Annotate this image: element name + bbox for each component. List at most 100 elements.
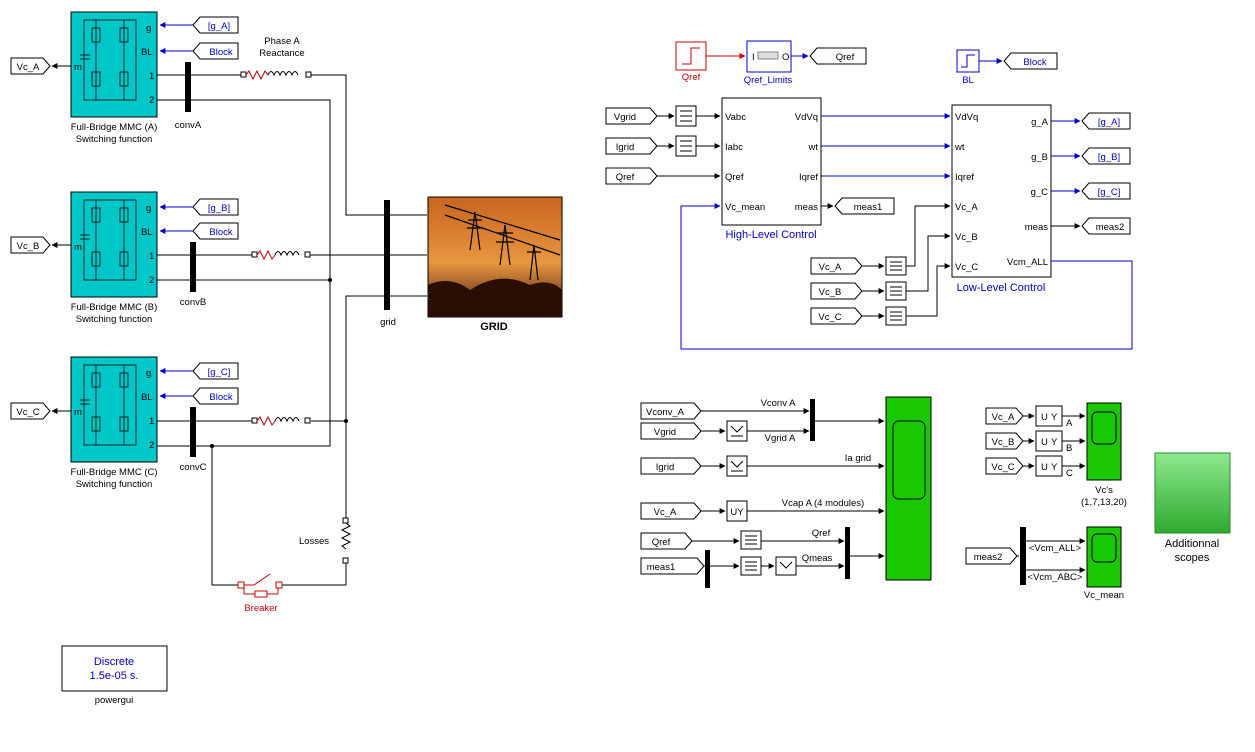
goto-meas2[interactable]: meas2 (1081, 217, 1131, 235)
selector-vabc[interactable] (675, 105, 697, 127)
llc-in-vcc: Vc_C (955, 262, 978, 273)
svg-text:Vc_B: Vc_B (819, 287, 842, 298)
from-meas1-scope[interactable]: meas1 (640, 557, 705, 575)
from-igrid-scope[interactable]: Igrid (640, 457, 702, 475)
from-meas2[interactable]: meas2 (965, 547, 1018, 565)
vcs-out-b: B (1066, 443, 1072, 454)
svg-text:Vc_A: Vc_A (17, 62, 40, 73)
selector-iabc[interactable] (675, 135, 697, 157)
selector-vgrid-a[interactable] (726, 420, 748, 442)
svg-text:[g_A]: [g_A] (1098, 117, 1120, 128)
selector-ia-grid[interactable] (726, 455, 748, 477)
from-vca-scope[interactable]: Vc_A (640, 502, 702, 520)
powergui-line1: Discrete (94, 656, 134, 668)
reactance-b[interactable] (196, 249, 311, 261)
additional-scopes-block[interactable] (1154, 452, 1231, 534)
vcs-scope[interactable] (1086, 402, 1122, 481)
hlc-in-qref: Qref (725, 172, 744, 183)
mmc-switch-icon (80, 364, 137, 446)
svg-text:[g_C]: [g_C] (208, 367, 231, 378)
goto-g-a[interactable]: [g_A] (1081, 112, 1131, 130)
mmc-block-a[interactable]: g BL m 1 2 (70, 11, 158, 118)
conv-b-label: convB (180, 297, 206, 308)
selector-qmeas-2[interactable] (775, 556, 797, 576)
reactance-a[interactable] (191, 69, 312, 81)
from-vca-vcs[interactable]: Vc_A (985, 407, 1024, 425)
from-vgrid-scope[interactable]: Vgrid (640, 422, 702, 440)
from-vcc-llc[interactable]: Vc_C (810, 307, 863, 325)
bl-step-source[interactable] (956, 49, 980, 73)
reactance-c[interactable] (196, 415, 311, 427)
losses-resistor[interactable] (340, 517, 352, 564)
low-level-control-block[interactable]: VdVq wt Iqref Vc_A Vc_B Vc_C g_A g_B g_C… (951, 104, 1052, 278)
high-level-control-block[interactable]: Vabc Iabc Qref Vc_mean VdVq wt Iqref mea… (721, 97, 822, 226)
from-g-b[interactable]: [g_B] (192, 198, 239, 216)
hlc-out-meas: meas (795, 202, 818, 213)
goto-qref[interactable]: Qref (809, 47, 867, 65)
uy-block[interactable]: UY (726, 500, 748, 522)
svg-text:[g_B]: [g_B] (208, 203, 230, 214)
svg-text:Block: Block (209, 227, 232, 238)
sig-vconv-a: Vconv A (761, 398, 797, 409)
port-bl: BL (141, 227, 153, 238)
vc-mean-scope[interactable] (1086, 526, 1122, 588)
selector-vcb[interactable] (885, 281, 907, 301)
goto-vc-b[interactable]: Vc_B (10, 236, 51, 254)
selector-qmeas-1[interactable] (740, 556, 762, 576)
llc-out-meas: meas (1025, 222, 1048, 233)
main-scope[interactable] (885, 396, 932, 581)
from-qref-scope[interactable]: Qref (640, 532, 693, 550)
svg-text:Vgrid: Vgrid (654, 427, 676, 438)
qref-limits-block[interactable]: I O (746, 40, 792, 73)
from-vcb-llc[interactable]: Vc_B (810, 282, 863, 300)
bus-meas1-demux (705, 550, 710, 588)
from-vconv-a[interactable]: Vconv_A (640, 402, 702, 420)
mmc-switch-icon (80, 199, 137, 281)
svg-text:Vc_B: Vc_B (17, 241, 40, 252)
goto-block[interactable]: Block (1003, 52, 1058, 70)
from-vcb-vcs[interactable]: Vc_B (985, 432, 1024, 450)
goto-g-c[interactable]: [g_C] (1081, 182, 1131, 200)
goto-vc-c[interactable]: Vc_C (10, 402, 51, 420)
from-vca-llc[interactable]: Vc_A (810, 257, 863, 275)
llc-in-vdvq: VdVq (955, 112, 978, 123)
grid-block[interactable] (427, 196, 563, 318)
from-block-c[interactable]: Block (192, 387, 239, 405)
selector-vcc[interactable] (885, 306, 907, 326)
from-igrid-hlc[interactable]: Igrid (605, 137, 658, 155)
breaker[interactable] (237, 573, 283, 598)
selector-qref-scope[interactable] (740, 530, 762, 550)
svg-text:Igrid: Igrid (616, 142, 634, 153)
from-g-a[interactable]: [g_A] (192, 16, 239, 34)
port-m: m (74, 242, 82, 253)
selector-vca[interactable] (885, 256, 907, 276)
mmc-c-name: Full-Bridge MMC (C) (70, 467, 157, 478)
goto-g-b[interactable]: [g_B] (1081, 147, 1131, 165)
goto-meas1[interactable]: meas1 (834, 197, 895, 215)
port-bl: BL (141, 47, 153, 58)
mmc-block-b[interactable]: g BL m 1 2 (70, 191, 158, 298)
port-bl: BL (141, 392, 153, 403)
additional-label-line2: scopes (1175, 552, 1210, 564)
sig-qref: Qref (812, 528, 831, 539)
from-g-c[interactable]: [g_C] (192, 362, 239, 380)
from-block-b[interactable]: Block (192, 222, 239, 240)
goto-vc-a[interactable]: Vc_A (10, 57, 51, 75)
from-block-a[interactable]: Block (192, 42, 239, 60)
from-qref-hlc[interactable]: Qref (605, 167, 658, 185)
powergui-block[interactable]: Discrete 1.5e-05 s. (61, 645, 168, 692)
svg-text:meas2: meas2 (1096, 222, 1125, 233)
mmc-block-c[interactable]: g BL m 1 2 (70, 356, 158, 463)
svg-text:Block: Block (209, 392, 232, 403)
qref-step-source[interactable] (675, 41, 707, 71)
losses-label: Losses (299, 536, 329, 547)
svg-text:Vc_A: Vc_A (992, 412, 1015, 423)
from-vcc-vcs[interactable]: Vc_C (985, 457, 1024, 475)
llc-out-gb: g_B (1031, 152, 1048, 163)
port-m: m (74, 62, 82, 73)
from-vgrid-hlc[interactable]: Vgrid (605, 107, 658, 125)
svg-text:Y: Y (1051, 412, 1058, 423)
